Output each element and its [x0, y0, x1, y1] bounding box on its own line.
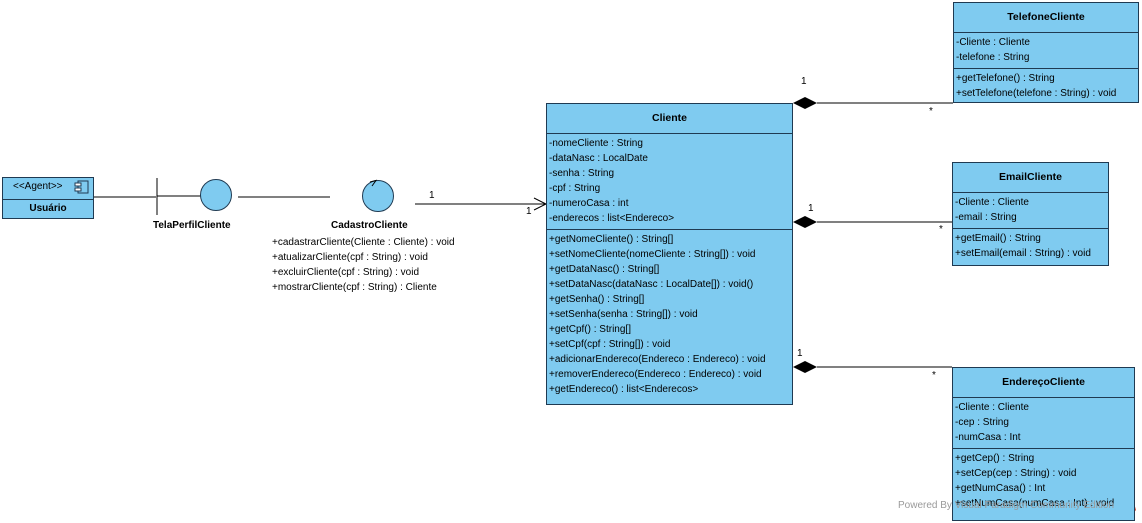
operation: +setCpf(cpf : String[]) : void	[549, 339, 671, 350]
class-name: Cliente	[547, 104, 792, 134]
boundary-name: TelaPerfilCliente	[153, 220, 231, 231]
class-name: TelefoneCliente	[954, 3, 1138, 33]
class-attributes: -Cliente : Cliente -email : String	[953, 193, 1108, 229]
component-icon	[74, 180, 89, 194]
operation: +setCep(cep : String) : void	[955, 468, 1077, 479]
operation: +getCpf() : String[]	[549, 324, 631, 335]
operation: +setNumCasa(numCasa : Int) : void	[955, 498, 1115, 509]
class-operations: +getEmail() : String +setEmail(email : S…	[953, 229, 1108, 264]
class-telefone-cliente[interactable]: TelefoneCliente -Cliente : Cliente -tele…	[953, 2, 1139, 103]
attribute: -Cliente : Cliente	[955, 402, 1029, 413]
control-name: CadastroCliente	[331, 220, 408, 231]
control-operation: +mostrarCliente(cpf : String) : Cliente	[272, 282, 437, 293]
class-name: EndereçoCliente	[953, 368, 1134, 398]
operation: +setTelefone(telefone : String) : void	[956, 88, 1117, 99]
control-operation: +cadastrarCliente(Cliente : Cliente) : v…	[272, 237, 455, 248]
attribute: -Cliente : Cliente	[955, 197, 1029, 208]
agent-usuario[interactable]: <<Agent>> Usuário	[2, 177, 94, 219]
multiplicity-label: *	[939, 224, 943, 235]
class-attributes: -Cliente : Cliente -telefone : String	[954, 33, 1138, 69]
multiplicity-label: 1	[808, 203, 814, 214]
attribute: -email : String	[955, 212, 1017, 223]
operation: +removerEndereco(Endereco : Endereco) : …	[549, 369, 762, 380]
operation: +setNomeCliente(nomeCliente : String[]) …	[549, 249, 756, 260]
control-icon[interactable]	[362, 179, 394, 212]
operation: +setSenha(senha : String[]) : void	[549, 309, 698, 320]
operation: +getNomeCliente() : String[]	[549, 234, 674, 245]
class-operations: +getNomeCliente() : String[] +setNomeCli…	[547, 230, 792, 400]
composition-endereco	[793, 361, 952, 373]
multiplicity-label: 1	[526, 206, 532, 217]
operation: +getCep() : String	[955, 453, 1035, 464]
multiplicity-label: 1	[801, 76, 807, 87]
class-attributes: -Cliente : Cliente -cep : String -numCas…	[953, 398, 1134, 449]
operation: +getSenha() : String[]	[549, 294, 645, 305]
class-attributes: -nomeCliente : String -dataNasc : LocalD…	[547, 134, 792, 230]
boundary-icon[interactable]	[156, 178, 232, 215]
agent-stereotype: <<Agent>>	[13, 181, 63, 192]
operation: +getEmail() : String	[955, 233, 1041, 244]
composition-email	[793, 216, 952, 228]
watermark: Powered By Visual Paradigm Community Edi…	[898, 500, 1115, 511]
operation: +getTelefone() : String	[956, 73, 1055, 84]
class-operations: +getCep() : String +setCep(cep : String)…	[953, 449, 1134, 514]
multiplicity-label: *	[932, 370, 936, 381]
control-operation: +atualizarCliente(cpf : String) : void	[272, 252, 428, 263]
class-name: EmailCliente	[953, 163, 1108, 193]
attribute: -Cliente : Cliente	[956, 37, 1030, 48]
class-email-cliente[interactable]: EmailCliente -Cliente : Cliente -email :…	[952, 162, 1109, 266]
attribute: -enderecos : list<Endereco>	[549, 213, 675, 224]
operation: +getEndereco() : list<Enderecos>	[549, 384, 699, 395]
attribute: -senha : String	[549, 168, 615, 179]
class-operations: +getTelefone() : String +setTelefone(tel…	[954, 69, 1138, 104]
attribute: -numeroCasa : int	[549, 198, 629, 209]
attribute: -nomeCliente : String	[549, 138, 643, 149]
operation: +getDataNasc() : String[]	[549, 264, 660, 275]
composition-telefone	[793, 97, 953, 109]
attribute: -cpf : String	[549, 183, 601, 194]
multiplicity-label: *	[929, 106, 933, 117]
class-cliente[interactable]: Cliente -nomeCliente : String -dataNasc …	[546, 103, 793, 405]
agent-name: Usuário	[3, 199, 93, 219]
operation: +adicionarEndereco(Endereco : Endereco) …	[549, 354, 766, 365]
multiplicity-label: 1	[797, 348, 803, 359]
attribute: -numCasa : Int	[955, 432, 1021, 443]
attribute: -dataNasc : LocalDate	[549, 153, 648, 164]
control-operation: +excluirCliente(cpf : String) : void	[272, 267, 420, 278]
operation: +setEmail(email : String) : void	[955, 248, 1091, 259]
multiplicity-label: 1	[429, 190, 435, 201]
control-operations: +cadastrarCliente(Cliente : Cliente) : v…	[272, 235, 455, 295]
class-endereco-cliente[interactable]: EndereçoCliente -Cliente : Cliente -cep …	[952, 367, 1135, 521]
operation: +getNumCasa() : Int	[955, 483, 1046, 494]
attribute: -cep : String	[955, 417, 1009, 428]
operation: +setDataNasc(dataNasc : LocalDate[]) : v…	[549, 279, 754, 290]
attribute: -telefone : String	[956, 52, 1030, 63]
